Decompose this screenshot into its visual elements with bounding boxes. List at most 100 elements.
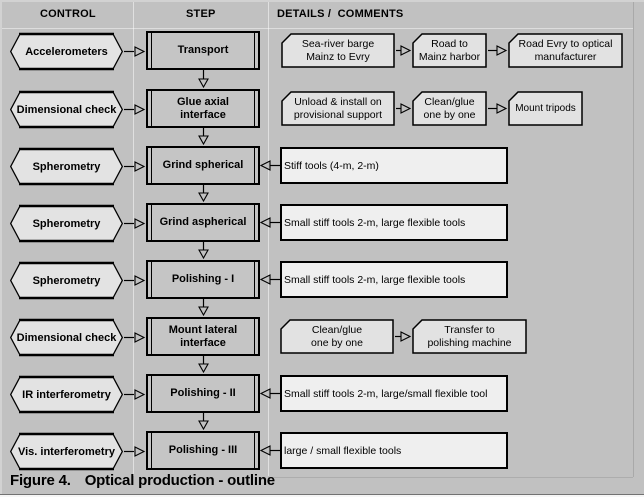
column-header-control: CONTROL: [40, 8, 96, 20]
detail-card-label: Road to Mainz harbor: [413, 34, 486, 67]
detail-card: Mount tripods: [508, 91, 583, 126]
detail-line: Mainz to Evry: [306, 50, 370, 63]
step-inner-line: [254, 148, 255, 183]
panel-edge-top: [0, 0, 644, 2]
detail-line: polishing machine: [427, 336, 512, 349]
panel-edge-bottom-dark: [0, 494, 644, 495]
step-inner-line: [254, 205, 255, 240]
step-label: Transport: [177, 44, 229, 56]
control-hexagon: Spherometry: [9, 204, 124, 243]
detail-line: one by one: [423, 108, 476, 121]
arrow-detail-chain: [395, 331, 412, 342]
control-label: Dimensional check: [16, 331, 117, 344]
detail-box-label: Stiff tools (4-m, 2-m): [284, 159, 379, 172]
detail-line: Unload & install on: [294, 95, 382, 108]
detail-card-label: Transfer to polishing machine: [413, 320, 526, 353]
figure-caption: Figure 4. Optical production - outline: [10, 472, 275, 489]
detail-line: Road to: [431, 37, 468, 50]
control-hexagon: Spherometry: [9, 261, 124, 300]
detail-line: manufacturer: [534, 50, 597, 63]
column-header-step: STEP: [186, 8, 216, 20]
panel-edge-left: [0, 0, 2, 497]
figure-number: Figure 4.: [10, 472, 71, 489]
arrow-detail-to-step: [259, 217, 280, 228]
panel-edge-bottom-light: [0, 495, 644, 497]
control-hexagon: Dimensional check: [9, 90, 124, 129]
step-inner-line: [254, 433, 255, 468]
detail-box: large / small flexible tools: [280, 432, 508, 469]
arrow-detail-to-step: [259, 388, 280, 399]
control-label: Dimensional check: [16, 103, 117, 116]
arrow-control-to-step: [124, 275, 146, 286]
step-box: Mount lateral interface: [146, 317, 260, 356]
step-label: Polishing - II: [170, 387, 236, 399]
step-inner-line: [151, 376, 152, 411]
detail-line: Clean/glue: [424, 95, 475, 108]
detail-box-label: Small stiff tools 2-m, large/small flexi…: [284, 387, 488, 400]
arrow-detail-chain: [396, 103, 412, 114]
step-inner-line: [254, 33, 255, 68]
control-label: Spherometry: [32, 274, 101, 287]
detail-card: Unload & install on provisional support: [281, 91, 395, 126]
detail-line: one by one: [311, 336, 363, 349]
arrow-control-to-step: [124, 161, 146, 172]
detail-card: Clean/glue one by one: [280, 319, 394, 354]
step-inner-line: [254, 262, 255, 297]
arrow-control-to-step: [124, 218, 146, 229]
step-box: Grind spherical: [146, 146, 260, 185]
detail-box-label: Small stiff tools 2-m, large flexible to…: [284, 273, 466, 286]
arrow-step-down: [198, 299, 209, 317]
detail-box: Small stiff tools 2-m, large flexible to…: [280, 204, 508, 241]
arrow-control-to-step: [124, 446, 146, 457]
step-inner-line: [151, 148, 152, 183]
detail-card: Clean/glue one by one: [412, 91, 487, 126]
arrow-detail-to-step: [259, 274, 280, 285]
arrow-detail-chain: [488, 45, 508, 56]
detail-box: Stiff tools (4-m, 2-m): [280, 147, 508, 184]
detail-line: provisional support: [293, 108, 383, 121]
detail-box-label: large / small flexible tools: [284, 444, 402, 457]
detail-line: Clean/glue: [311, 323, 363, 336]
step-label: Glue axial interface: [177, 95, 229, 121]
step-label: Mount lateral interface: [168, 323, 238, 349]
detail-card: Transfer to polishing machine: [412, 319, 527, 354]
control-hexagon: IR interferometry: [9, 375, 124, 414]
column-separator-control-step: [133, 2, 134, 476]
step-box: Polishing - III: [146, 431, 260, 470]
step-inner-line: [151, 91, 152, 126]
step-inner-line: [151, 433, 152, 468]
detail-card: Sea-river barge Mainz to Evry: [281, 33, 395, 68]
step-inner-line: [151, 33, 152, 68]
step-label: Grind aspherical: [159, 216, 247, 228]
arrow-detail-to-step: [259, 160, 280, 171]
detail-line: Road Evry to optical: [518, 37, 613, 50]
step-label: Polishing - III: [168, 444, 238, 456]
detail-card: Road to Mainz harbor: [412, 33, 487, 68]
table-edge-bottom: [268, 477, 633, 478]
arrow-detail-chain: [396, 45, 412, 56]
control-hexagon: Spherometry: [9, 147, 124, 186]
control-hexagon: Vis. interferometry: [9, 432, 124, 471]
step-label: Polishing - I: [171, 273, 235, 285]
control-label: Accelerometers: [25, 45, 108, 58]
figure-title: Optical production - outline: [84, 472, 275, 489]
step-box: Grind aspherical: [146, 203, 260, 242]
arrow-detail-to-step: [259, 445, 280, 456]
step-inner-line: [254, 91, 255, 126]
detail-line: Mainz harbor: [418, 50, 481, 63]
arrow-step-down: [198, 128, 209, 146]
arrow-control-to-step: [124, 332, 146, 343]
control-hexagon: Accelerometers: [9, 32, 124, 71]
detail-box: Small stiff tools 2-m, large flexible to…: [280, 261, 508, 298]
step-inner-line: [151, 262, 152, 297]
detail-card-label: Road Evry to optical manufacturer: [509, 34, 622, 67]
step-box: Polishing - II: [146, 374, 260, 413]
step-inner-line: [254, 376, 255, 411]
arrow-step-down: [198, 185, 209, 203]
control-label: Vis. interferometry: [17, 445, 115, 458]
column-header-details: DETAILS / COMMENTS: [277, 8, 404, 20]
detail-box-label: Small stiff tools 2-m, large flexible to…: [284, 216, 466, 229]
detail-box: Small stiff tools 2-m, large/small flexi…: [280, 375, 508, 412]
